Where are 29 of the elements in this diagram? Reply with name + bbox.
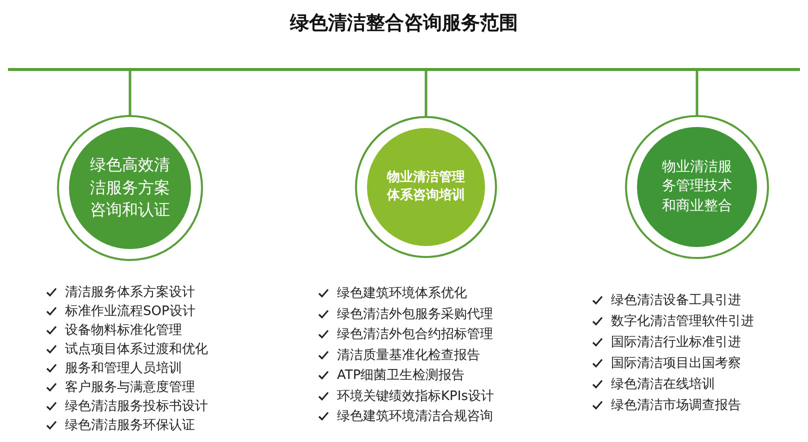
checklist-item: 服务和管理人员培训 bbox=[65, 360, 182, 377]
checklist-item: 绿色建筑环境体系优化 bbox=[337, 285, 467, 302]
divider-bar bbox=[8, 68, 800, 71]
connector-line bbox=[128, 71, 132, 115]
checklist-item: 绿色清洁市场调查报告 bbox=[611, 397, 741, 414]
checklist-item: 环境关键绩效指标KPIs设计 bbox=[337, 388, 494, 404]
checklist-item: 绿色清洁外包合约招标管理 bbox=[337, 326, 493, 343]
checklist-item: 试点项目体系过渡和优化 bbox=[65, 341, 208, 358]
checklist-item: 设备物料标准化管理 bbox=[65, 322, 182, 339]
checklist-item: 清洁服务体系方案设计 bbox=[65, 284, 195, 301]
circle-label: 物业清洁服务管理技术和商业整合 bbox=[661, 158, 733, 216]
circle-label: 物业清洁管理体系咨询培训 bbox=[386, 168, 466, 205]
checklist-item: 绿色清洁服务投标书设计 bbox=[65, 398, 208, 415]
checklist-item: ATP细菌卫生检测报告 bbox=[337, 367, 465, 384]
checklist-item: 清洁质量基准化检查报告 bbox=[337, 346, 480, 364]
checklist-item: 绿色清洁服务环保认证 bbox=[65, 417, 195, 434]
connector-line bbox=[696, 71, 698, 115]
checklist-item: 数字化清洁管理软件引进 bbox=[611, 313, 754, 330]
connector-line bbox=[424, 71, 428, 116]
checklist-item: 标准作业流程SOP设计 bbox=[65, 303, 196, 320]
title: 绿色清洁整合咨询服务范围 bbox=[288, 11, 519, 36]
checklist-item: 绿色清洁在线培训 bbox=[611, 376, 715, 393]
checklist-item: 国际清洁项目出国考察 bbox=[611, 355, 741, 372]
checklist-item: 客户服务与满意度管理 bbox=[65, 379, 195, 396]
checklist-item: 绿色建筑环境清洁合规咨询 bbox=[337, 408, 493, 425]
checklist-item: 绿色清洁设备工具引进 bbox=[611, 292, 741, 309]
checklist-item: 国际清洁行业标准引进 bbox=[611, 334, 741, 351]
circle-label: 绿色高效清洁服务方案咨询和认证 bbox=[89, 154, 171, 222]
checklist-item: 绿色清洁外包服务采购代理 bbox=[337, 306, 493, 322]
